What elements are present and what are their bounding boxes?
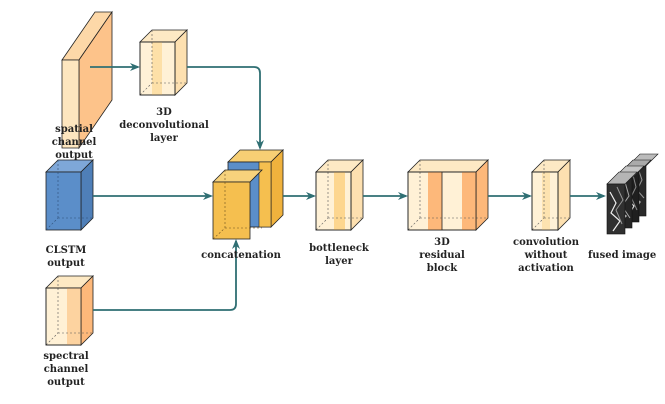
label-bottleneck-layer: bottleneck layer (304, 242, 374, 268)
label-line: CLSTM (45, 245, 87, 256)
label-line: channel (43, 364, 89, 375)
label-line: convolution (513, 237, 579, 248)
label-line: deconvolutional (119, 120, 209, 131)
label-concatenation: concatenation (196, 249, 286, 262)
label-line: channel (51, 137, 97, 148)
label-line: residual (419, 250, 465, 261)
label-spectral-channel-output: spectral channel output (38, 350, 94, 389)
arrows (90, 63, 606, 311)
label-line: block (426, 263, 458, 274)
label-line: bottleneck (309, 243, 369, 254)
label-line: layer (150, 133, 178, 144)
label-convolution-without-activation: convolution without activation (508, 236, 584, 275)
label-deconvolutional-layer: 3D deconvolutional layer (116, 106, 212, 145)
label-line: 3D (156, 107, 172, 118)
spectral-channel-output-block (45, 275, 94, 346)
convolution-layer-block (531, 159, 571, 231)
fused-image-stack (606, 153, 659, 235)
label-line: output (47, 377, 85, 388)
label-line: without (524, 250, 568, 261)
deconvolutional-layer-block (139, 29, 188, 96)
label-line: activation (518, 263, 574, 274)
label-line: concatenation (201, 250, 281, 261)
label-line: fused image (588, 250, 657, 261)
spatial-channel-output-block (61, 10, 113, 150)
label-line: output (55, 150, 93, 161)
residual-block (407, 159, 489, 231)
label-line: output (47, 258, 85, 269)
clstm-output-block (45, 159, 94, 231)
arrow-spectral-to-concat (93, 239, 240, 311)
label-residual-block: 3D residual block (412, 236, 472, 275)
label-fused-image: fused image (588, 249, 665, 262)
label-line: spatial (55, 124, 93, 135)
label-line: 3D (434, 237, 450, 248)
label-spatial-channel-output: spatial channel output (46, 123, 102, 162)
arrow-deconv-to-concat (187, 66, 264, 150)
label-line: spectral (43, 351, 89, 362)
bottleneck-layer-block (315, 159, 364, 231)
concatenation-block (212, 149, 284, 240)
label-line: layer (325, 256, 353, 267)
label-clstm-output: CLSTM output (38, 244, 94, 270)
